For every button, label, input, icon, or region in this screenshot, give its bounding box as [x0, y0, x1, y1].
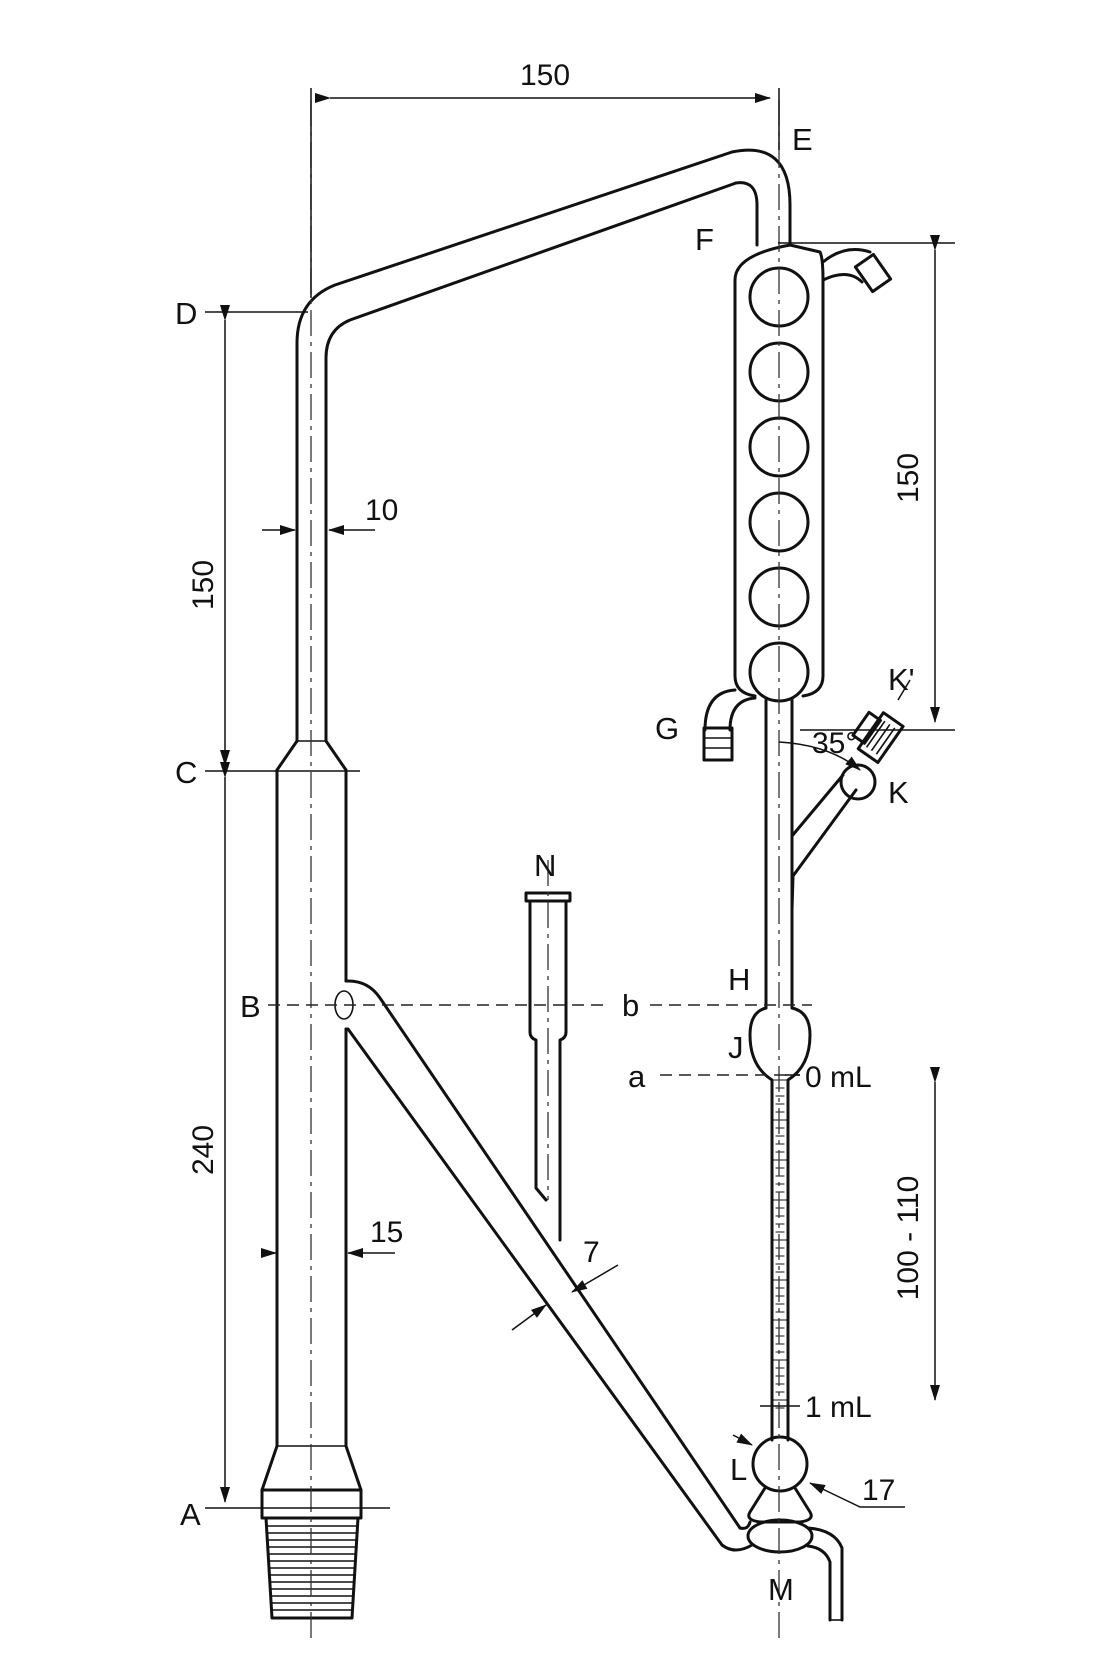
- burette-graduations: [772, 1079, 788, 1409]
- dim-angle: 35°: [812, 727, 857, 760]
- graduation-one: 1 mL: [805, 1391, 872, 1424]
- point-labels: A B C D E F G H J K K' L M N a b: [175, 122, 915, 1607]
- label-b-upper: B: [240, 989, 261, 1024]
- label-f: F: [695, 222, 714, 257]
- label-a-lower: a: [628, 1059, 646, 1094]
- label-m: M: [768, 1572, 794, 1607]
- label-e: E: [792, 122, 813, 157]
- dimension-arrows: [220, 93, 940, 1508]
- dim-upper-tube-diameter: 10: [365, 494, 398, 527]
- graduation-zero: 0 mL: [805, 1061, 872, 1094]
- dim-right-condenser: 150: [892, 453, 925, 503]
- dim-top-width: 150: [520, 59, 570, 92]
- dim-side-tube-diameter: 7: [583, 1236, 600, 1269]
- left-vapor-tube: [260, 150, 738, 1620]
- label-k-prime: K': [888, 662, 915, 697]
- dim-right-burette: 100 - 110: [892, 1176, 925, 1301]
- label-j: J: [728, 1030, 744, 1065]
- label-k: K: [888, 775, 909, 810]
- label-b-lower: b: [622, 988, 639, 1023]
- label-h: H: [728, 962, 750, 997]
- label-a-upper: A: [180, 1497, 201, 1532]
- label-d: D: [175, 296, 197, 331]
- right-condenser-column: [702, 148, 905, 1622]
- label-g: G: [655, 711, 679, 746]
- dimension-values: 150 150 240 150 100 - 110 10 15 7 17 35°…: [187, 59, 925, 1507]
- label-n: N: [534, 848, 556, 883]
- label-l: L: [730, 1452, 747, 1487]
- return-tube: [334, 979, 754, 1552]
- dim-left-lower: 240: [187, 1125, 220, 1175]
- dim-left-upper: 150: [187, 560, 220, 610]
- dim-bulb-diameter: 17: [862, 1474, 895, 1507]
- ground-joint: [264, 1516, 360, 1620]
- label-c: C: [175, 755, 197, 790]
- dim-lower-tube-diameter: 15: [370, 1216, 403, 1249]
